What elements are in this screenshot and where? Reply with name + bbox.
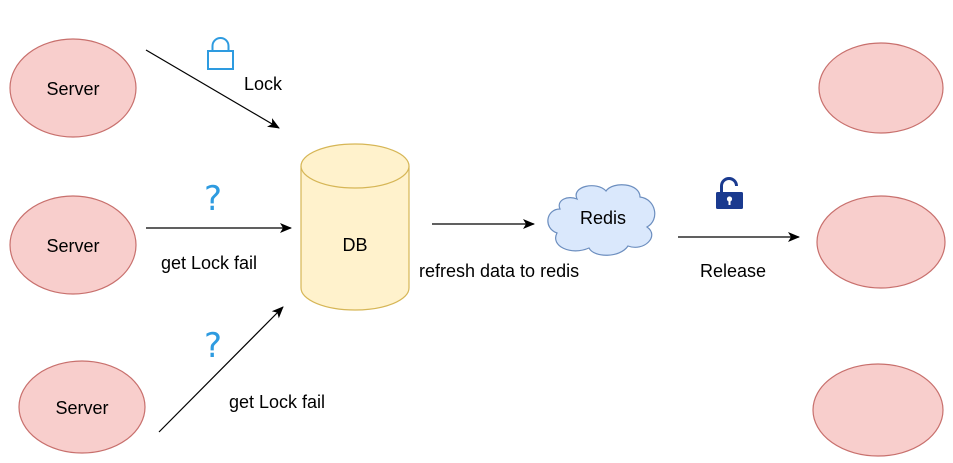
redis-label: Redis (580, 208, 626, 228)
server-right-middle[interactable] (816, 195, 946, 289)
server-middle[interactable]: Server (9, 195, 137, 295)
unlock-icon (716, 177, 743, 209)
redis-cloud[interactable]: Redis (547, 184, 656, 256)
question-mark-middle: ? (204, 179, 222, 219)
release-label: Release (700, 261, 766, 281)
db-cylinder[interactable]: DB (300, 143, 410, 311)
server-top-label: Server (46, 79, 99, 99)
server-right-bottom[interactable] (812, 363, 944, 457)
db-label: DB (342, 235, 367, 255)
server-middle-label: Server (46, 236, 99, 256)
server-right-top[interactable] (818, 42, 944, 134)
question-mark-bottom: ? (204, 326, 222, 366)
get-lock-fail-middle-label: get Lock fail (161, 253, 257, 273)
server-bottom-label: Server (55, 398, 108, 418)
arrow-get-lock-fail-bottom (158, 306, 284, 433)
lock-label: Lock (244, 74, 283, 94)
arrow-lock (145, 49, 280, 129)
server-bottom[interactable]: Server (18, 360, 146, 454)
get-lock-fail-bottom-label: get Lock fail (229, 392, 325, 412)
server-top[interactable]: Server (9, 38, 137, 138)
refresh-label: refresh data to redis (419, 261, 579, 281)
lock-icon (207, 37, 234, 70)
